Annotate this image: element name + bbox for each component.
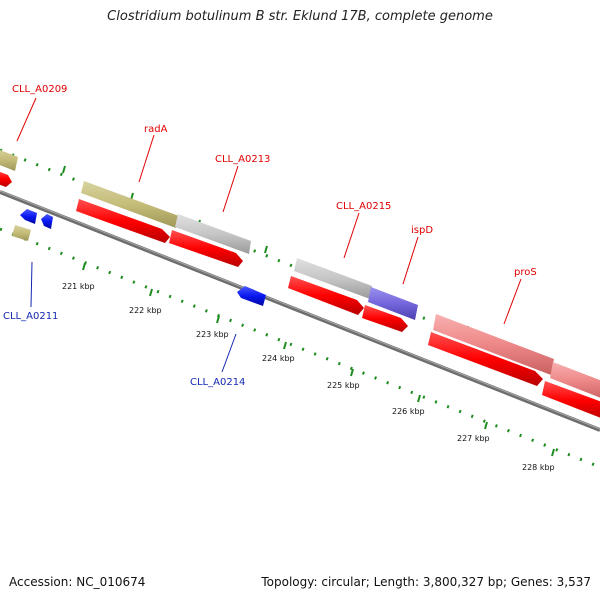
cds-arrow-CLL_A0211-a[interactable] bbox=[20, 209, 37, 224]
map-title: Clostridium botulinum B str. Eklund 17B,… bbox=[107, 9, 493, 24]
gene-label-CLL_A0215[interactable]: CLL_A0215 bbox=[336, 201, 391, 212]
cds-arrow-CLL_A0213[interactable] bbox=[169, 230, 243, 267]
cds-forward-track bbox=[0, 170, 600, 420]
ruler-label-226: 226 kbp bbox=[392, 407, 425, 416]
gene-bar-proS-next[interactable] bbox=[550, 362, 600, 400]
cds-arrow-CLL_A0211-b[interactable] bbox=[41, 214, 53, 229]
label-leaders-bottom bbox=[30, 261, 237, 373]
ruler-label-224: 224 kbp bbox=[262, 354, 295, 363]
backbone-highlight bbox=[0, 190, 600, 430]
ruler-label-222: 222 kbp bbox=[129, 306, 162, 315]
gene-bar-ispD[interactable] bbox=[368, 287, 418, 320]
gene-bar-proS[interactable] bbox=[433, 314, 554, 375]
accession-text: Accession: NC_010674 bbox=[9, 575, 146, 589]
gene-bar-radA[interactable] bbox=[81, 181, 179, 228]
gene-bar-CLL_A0215[interactable] bbox=[294, 258, 372, 299]
cds-arrow-1[interactable] bbox=[0, 170, 12, 187]
cds-arrow-radA[interactable] bbox=[76, 199, 170, 243]
gene-bar-CLL_A0211[interactable] bbox=[12, 225, 31, 241]
ruler-label-228: 228 kbp bbox=[522, 463, 555, 472]
cds-arrow-CLL_A0214[interactable] bbox=[237, 286, 266, 306]
gene-label-CLL_A0214[interactable]: CLL_A0214 bbox=[190, 377, 245, 388]
ruler-label-227: 227 kbp bbox=[457, 434, 490, 443]
gene-bar-CLL_A0213[interactable] bbox=[175, 214, 251, 254]
gene-label-CLL_A0211[interactable]: CLL_A0211 bbox=[3, 311, 58, 322]
gene-bar-CLL_A0209[interactable] bbox=[0, 148, 18, 171]
topology-text: Topology: circular; Length: 3,800,327 bp… bbox=[261, 575, 591, 589]
cds-reverse-track bbox=[20, 209, 266, 306]
gene-label-ispD[interactable]: ispD bbox=[411, 225, 433, 236]
label-leaders-top bbox=[16, 97, 522, 325]
gene-track bbox=[0, 148, 600, 400]
bottom-ruler-ticks bbox=[82, 262, 555, 457]
gene-label-CLL_A0209[interactable]: CLL_A0209 bbox=[12, 84, 67, 95]
cds-arrow-next[interactable] bbox=[542, 381, 600, 420]
cds-arrow-ispD[interactable] bbox=[362, 305, 408, 332]
gene-label-radA[interactable]: radA bbox=[144, 124, 168, 135]
gene-label-proS[interactable]: proS bbox=[514, 267, 537, 278]
gene-label-CLL_A0213[interactable]: CLL_A0213 bbox=[215, 154, 270, 165]
cds-arrow-proS[interactable] bbox=[428, 332, 543, 386]
ruler-label-223: 223 kbp bbox=[196, 330, 229, 339]
ruler-label-225: 225 kbp bbox=[327, 381, 360, 390]
ruler-label-221: 221 kbp bbox=[62, 282, 95, 291]
backbone bbox=[0, 190, 600, 432]
cds-arrow-CLL_A0215[interactable] bbox=[288, 276, 364, 315]
